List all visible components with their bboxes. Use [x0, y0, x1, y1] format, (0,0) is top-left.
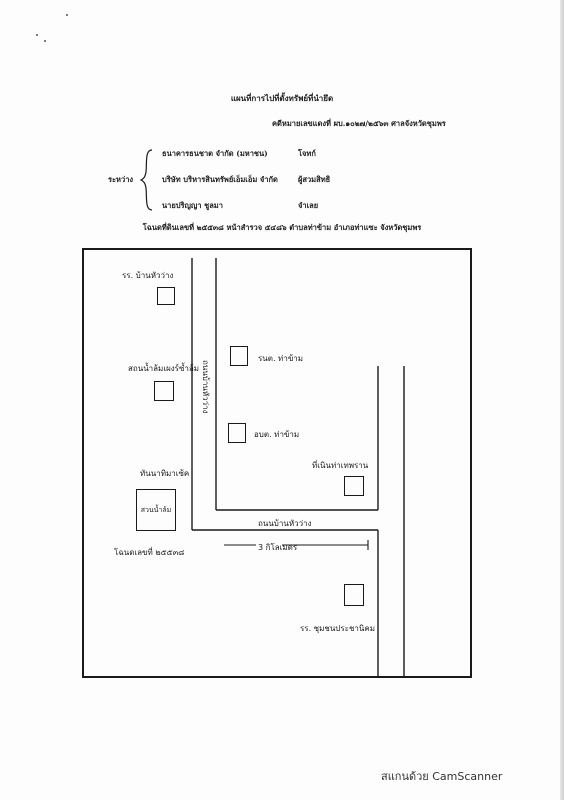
landmark-marker-fish-pond — [154, 381, 174, 401]
case-number: คดีหมายเลขแดงที่ ผบ.๑๐๒๗/๒๕๖๓ ศาลจังหวัด… — [272, 119, 446, 128]
page-edge-shadow — [560, 0, 564, 800]
parties-brace — [140, 149, 153, 211]
landmark-label-wat-tha-kham: รนต. ท่าข้าม — [258, 354, 304, 363]
deed-description: โฉนดที่ดินเลขที่ ๒๕๕๓๘ หน้าสำรวจ ๕๔๘๖ ตำ… — [142, 223, 422, 232]
landmark-marker-wat-tha-kham — [230, 346, 248, 366]
property-lot-marker: สวนน้ำล้ม — [136, 489, 176, 531]
document-title: แผนที่การไปที่ตั้งทรัพย์ที่นำยึด — [230, 93, 334, 103]
scan-speck — [66, 14, 68, 16]
landmark-marker-school-chumchon — [344, 584, 364, 606]
party-plaintiff-role: โจทก์ — [298, 149, 316, 158]
scan-speck — [44, 40, 46, 42]
landmark-label-shop: ทันนาทิมาเซ้ค — [140, 469, 190, 478]
landmark-marker-school-ban-hua-wang — [157, 287, 175, 305]
lot-number-label: โฉนดเลขที่ ๒๕๕๓๘ — [114, 548, 185, 557]
parties-label: ระหว่าง — [108, 175, 134, 184]
landmark-marker-sao-tha-kham — [228, 423, 246, 443]
party-defendant-name: นายปริญญา ชูลมา — [162, 201, 223, 210]
landmark-label-fish-pond: สถนน้ำล้มเผงร์ซ้ำล้ม — [128, 364, 200, 373]
landmark-label-sao-tha-kham: อบต. ท่าข้าม — [254, 430, 300, 439]
landmark-label-school-ban-hua-wang: รร. บ้านหัวว่าง — [122, 271, 174, 280]
party-substitute-name: บริษัท บริหารสินทรัพย์เอ็มเอ็ม จำกัด — [162, 175, 278, 184]
party-substitute-role: ผู้สวมสิทธิ — [298, 175, 331, 184]
party-defendant-role: จำเลย — [298, 201, 319, 210]
road-label-vertical: ถนนบ้านหัวว่าง — [201, 360, 210, 414]
scanner-watermark: สแกนด้วย CamScanner — [381, 770, 503, 783]
scan-speck — [36, 34, 38, 36]
map-frame — [82, 248, 472, 678]
landmark-label-rice-mill: ที่เนินท่าเทพราน — [312, 461, 369, 470]
landmark-label-school-chumchon: รร. ชุมชนประชานิคม — [300, 624, 375, 633]
distance-label: 3 กิโลเมตร — [258, 543, 298, 552]
party-plaintiff-name: ธนาคารธนชาต จำกัด (มหาชน) — [162, 149, 268, 158]
landmark-marker-rice-mill — [344, 476, 364, 496]
road-label-horizontal: ถนนบ้านหัวว่าง — [258, 519, 312, 528]
